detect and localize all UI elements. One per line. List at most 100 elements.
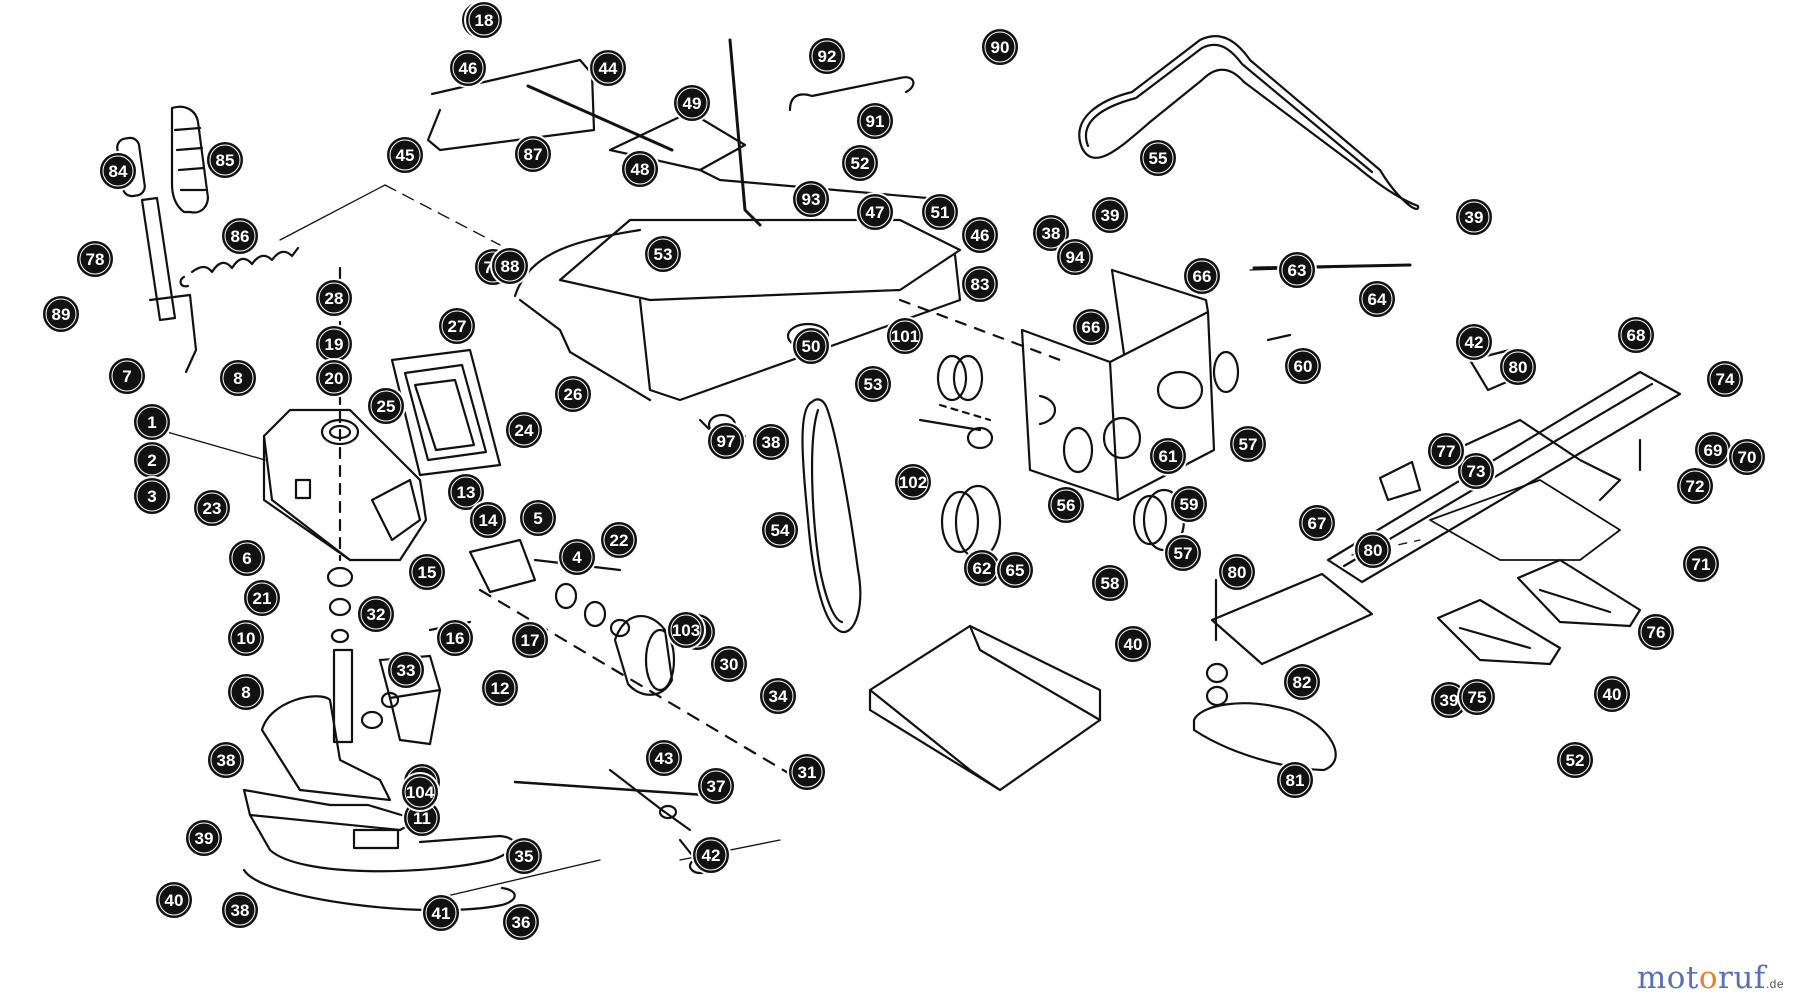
part-callout[interactable]: 17 (510, 620, 550, 660)
part-callout[interactable]: 92 (807, 36, 847, 76)
part-callout[interactable]: 39 (1454, 197, 1494, 237)
part-callout[interactable]: 25 (366, 386, 406, 426)
part-callout[interactable]: 18 (464, 0, 504, 40)
part-callout[interactable]: 89 (41, 294, 81, 334)
part-callout[interactable]: 33 (386, 650, 426, 690)
part-callout[interactable]: 30 (709, 644, 749, 684)
part-callout[interactable]: 103 (666, 610, 706, 650)
part-callout[interactable]: 21 (242, 578, 282, 618)
part-callout[interactable]: 71 (1681, 544, 1721, 584)
part-callout[interactable]: 59 (1169, 484, 1209, 524)
part-callout[interactable]: 94 (1055, 237, 1095, 277)
part-callout[interactable]: 19 (314, 324, 354, 364)
part-callout[interactable]: 69 (1693, 430, 1733, 470)
part-callout[interactable]: 12 (480, 668, 520, 708)
part-callout[interactable]: 10 (226, 618, 266, 658)
part-callout[interactable]: 46 (960, 215, 1000, 255)
part-callout[interactable]: 101 (885, 316, 925, 356)
part-callout[interactable]: 8 (218, 358, 258, 398)
part-callout[interactable]: 26 (553, 374, 593, 414)
part-callout[interactable]: 72 (1675, 466, 1715, 506)
part-callout[interactable]: 73 (1456, 451, 1496, 491)
part-callout[interactable]: 42 (691, 835, 731, 875)
part-callout[interactable]: 70 (1727, 437, 1767, 477)
part-callout[interactable]: 80 (1353, 530, 1393, 570)
part-callout[interactable]: 75 (1457, 677, 1497, 717)
part-callout[interactable]: 49 (672, 83, 712, 123)
part-callout[interactable]: 38 (220, 890, 260, 930)
part-callout[interactable]: 40 (1113, 624, 1153, 664)
part-callout[interactable]: 43 (644, 738, 684, 778)
part-callout[interactable]: 102 (893, 462, 933, 502)
part-callout[interactable]: 6 (227, 538, 267, 578)
part-callout[interactable]: 64 (1357, 279, 1397, 319)
part-callout[interactable]: 16 (435, 618, 475, 658)
part-callout[interactable]: 24 (504, 410, 544, 450)
part-callout[interactable]: 68 (1616, 315, 1656, 355)
part-callout[interactable]: 14 (468, 500, 508, 540)
part-callout[interactable]: 85 (205, 140, 245, 180)
part-callout[interactable]: 66 (1182, 256, 1222, 296)
part-callout[interactable]: 7 (107, 356, 147, 396)
part-callout[interactable]: 51 (920, 192, 960, 232)
part-callout[interactable]: 80 (1217, 552, 1257, 592)
part-callout[interactable]: 77 (1426, 431, 1466, 471)
part-callout[interactable]: 8 (226, 672, 266, 712)
part-callout[interactable]: 4 (557, 537, 597, 577)
part-callout[interactable]: 37 (696, 766, 736, 806)
part-callout[interactable]: 27 (437, 306, 477, 346)
part-callout[interactable]: 35 (504, 836, 544, 876)
part-callout[interactable]: 56 (1046, 485, 1086, 525)
part-callout[interactable]: 81 (1275, 760, 1315, 800)
part-callout[interactable]: 42 (1454, 322, 1494, 362)
part-callout[interactable]: 84 (98, 151, 138, 191)
part-callout[interactable]: 52 (1555, 740, 1595, 780)
part-callout[interactable]: 23 (192, 488, 232, 528)
part-callout[interactable]: 88 (490, 246, 530, 286)
part-callout[interactable]: 60 (1283, 346, 1323, 386)
part-callout[interactable]: 41 (421, 893, 461, 933)
part-callout[interactable]: 36 (501, 902, 541, 942)
part-callout[interactable]: 76 (1636, 612, 1676, 652)
part-callout[interactable]: 38 (1031, 213, 1071, 253)
part-callout[interactable]: 39 (1090, 195, 1130, 235)
part-callout[interactable]: 83 (960, 264, 1000, 304)
part-callout[interactable]: 104 (400, 772, 440, 812)
part-callout[interactable]: 46 (448, 48, 488, 88)
part-callout[interactable]: 20 (314, 358, 354, 398)
part-callout[interactable]: 1 (132, 402, 172, 442)
part-callout[interactable]: 97 (706, 421, 746, 461)
part-callout[interactable]: 22 (599, 520, 639, 560)
part-callout[interactable]: 63 (1277, 250, 1317, 290)
part-callout[interactable]: 66 (1071, 307, 1111, 347)
part-callout[interactable]: 34 (758, 676, 798, 716)
motoruf-logo[interactable]: motoruf.de (1637, 960, 1784, 996)
part-callout[interactable]: 62 (962, 548, 1002, 588)
part-callout[interactable]: 39 (184, 818, 224, 858)
part-callout[interactable]: 82 (1282, 662, 1322, 702)
part-callout[interactable]: 5 (518, 498, 558, 538)
part-callout[interactable]: 57 (1228, 424, 1268, 464)
part-callout[interactable]: 38 (751, 422, 791, 462)
part-callout[interactable]: 54 (760, 510, 800, 550)
part-callout[interactable]: 40 (1592, 674, 1632, 714)
part-callout[interactable]: 90 (980, 27, 1020, 67)
part-callout[interactable]: 65 (995, 550, 1035, 590)
part-callout[interactable]: 55 (1138, 138, 1178, 178)
part-callout[interactable]: 67 (1297, 503, 1337, 543)
part-callout[interactable]: 53 (643, 234, 683, 274)
part-callout[interactable]: 80 (1498, 347, 1538, 387)
part-callout[interactable]: 93 (791, 179, 831, 219)
part-callout[interactable]: 13 (446, 472, 486, 512)
part-callout[interactable]: 74 (1705, 359, 1745, 399)
part-callout[interactable]: 3 (132, 476, 172, 516)
part-callout[interactable]: 91 (855, 101, 895, 141)
part-callout[interactable]: 2 (132, 440, 172, 480)
part-callout[interactable]: 32 (356, 594, 396, 634)
part-callout[interactable]: 48 (620, 149, 660, 189)
part-callout[interactable]: 52 (840, 143, 880, 183)
part-callout[interactable]: 40 (154, 880, 194, 920)
part-callout[interactable]: 28 (314, 278, 354, 318)
part-callout[interactable]: 61 (1148, 436, 1188, 476)
part-callout[interactable]: 58 (1090, 563, 1130, 603)
